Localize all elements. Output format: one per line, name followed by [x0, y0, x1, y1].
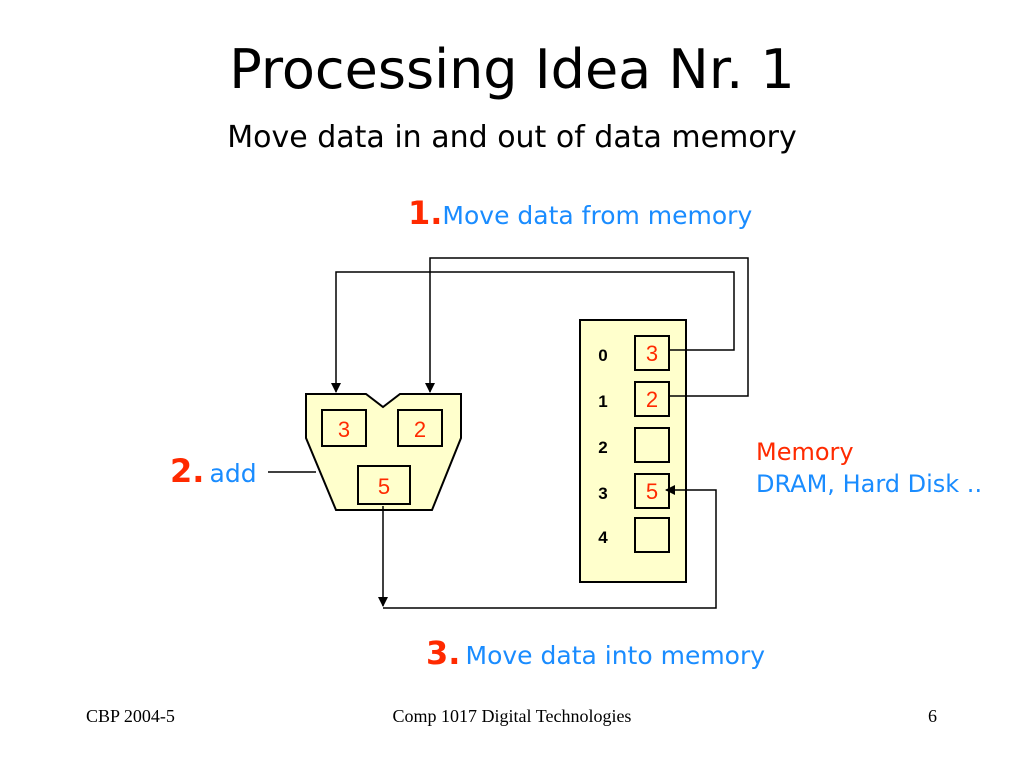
step-1-text: Move data from memory [442, 201, 753, 230]
memory-cell [634, 335, 670, 371]
memory-cell-value: 2 [646, 387, 658, 412]
path-memory-cell0-to-register-a [331, 271, 735, 393]
memory-unit [579, 319, 687, 583]
footer-left: CBP 2004-5 [86, 706, 175, 726]
memory-address-label: 3 [598, 484, 607, 503]
step-3-number: 3. [426, 634, 461, 672]
processor-register-b [397, 409, 443, 447]
processor-value-a: 3 [338, 417, 350, 442]
memory-cells: 0 3 1 2 2 3 5 4 [598, 335, 670, 553]
footer-page-number: 6 [928, 706, 937, 726]
processor-value-b: 2 [414, 417, 426, 442]
footer-center: Comp 1017 Digital Technologies [392, 706, 632, 726]
step-1: 1.Move data from memory [408, 194, 752, 232]
step-3-text: Move data into memory [465, 641, 766, 670]
step-1-number: 1. [408, 194, 443, 232]
memory-cell [634, 427, 670, 463]
processor-register-a [321, 409, 367, 447]
memory-cell [634, 381, 670, 417]
memory-cell-value: 5 [646, 479, 658, 504]
memory-address-label: 4 [598, 528, 608, 547]
path-return-to-memory [383, 485, 717, 609]
memory-label-title: Memory [756, 438, 854, 466]
step-2-number: 2. [170, 452, 205, 490]
memory-address-label: 1 [598, 392, 607, 411]
memory-address-label: 0 [598, 346, 607, 365]
slide-title: Processing Idea Nr. 1 [229, 38, 795, 101]
step-2: 2. add [170, 452, 257, 490]
memory-cell-value: 3 [646, 341, 658, 366]
memory-address-label: 2 [598, 438, 607, 457]
memory-cell [634, 517, 670, 553]
memory-label-types: DRAM, Hard Disk .. [756, 470, 983, 498]
processor-result-register [357, 465, 411, 505]
processor-value-result: 5 [378, 474, 390, 499]
memory-label: Memory DRAM, Hard Disk .. [756, 436, 982, 500]
step-3: 3. Move data into memory [426, 634, 765, 672]
step-2-text: add [209, 459, 257, 488]
slide-subtitle: Move data in and out of data memory [227, 120, 797, 155]
path-memory-cell1-to-register-b [425, 257, 749, 397]
